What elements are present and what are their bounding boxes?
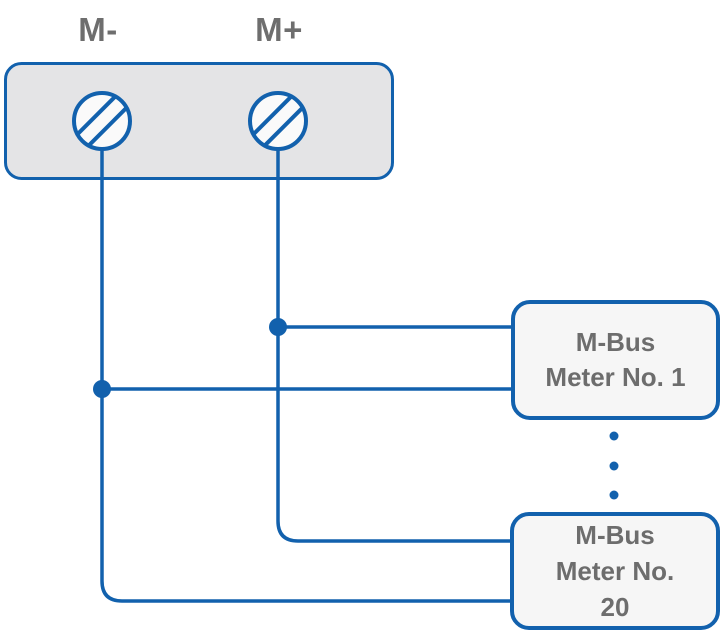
junction-dot-m-plus <box>269 318 287 336</box>
meter-20-label-line1: M-Bus <box>575 520 655 550</box>
terminal-block <box>4 62 394 180</box>
meter-1-box <box>511 300 720 420</box>
meter-20-box <box>510 512 720 630</box>
meter-1-label: M-Bus Meter No. 1 <box>513 302 718 418</box>
meter-20-label-line2: Meter No. <box>555 556 675 586</box>
screw-terminal-m-plus-icon <box>248 91 308 151</box>
vertical-ellipsis-dots-icon <box>609 431 619 500</box>
wire-m-plus <box>276 149 513 543</box>
junction-dot-m-minus <box>93 380 111 398</box>
meter-1-label-line1: M-Bus <box>575 327 656 357</box>
label-m-plus: M+ <box>255 11 303 48</box>
screw-terminal-m-minus-icon <box>72 91 132 151</box>
meter-20-label-line3: 20 <box>600 592 630 622</box>
label-m-minus: M- <box>78 11 118 48</box>
meter-1-label-line2: Meter No. 1 <box>545 362 686 392</box>
wire-m-minus <box>100 149 513 603</box>
meter-20-label: M-Bus Meter No. 20 <box>512 514 718 628</box>
